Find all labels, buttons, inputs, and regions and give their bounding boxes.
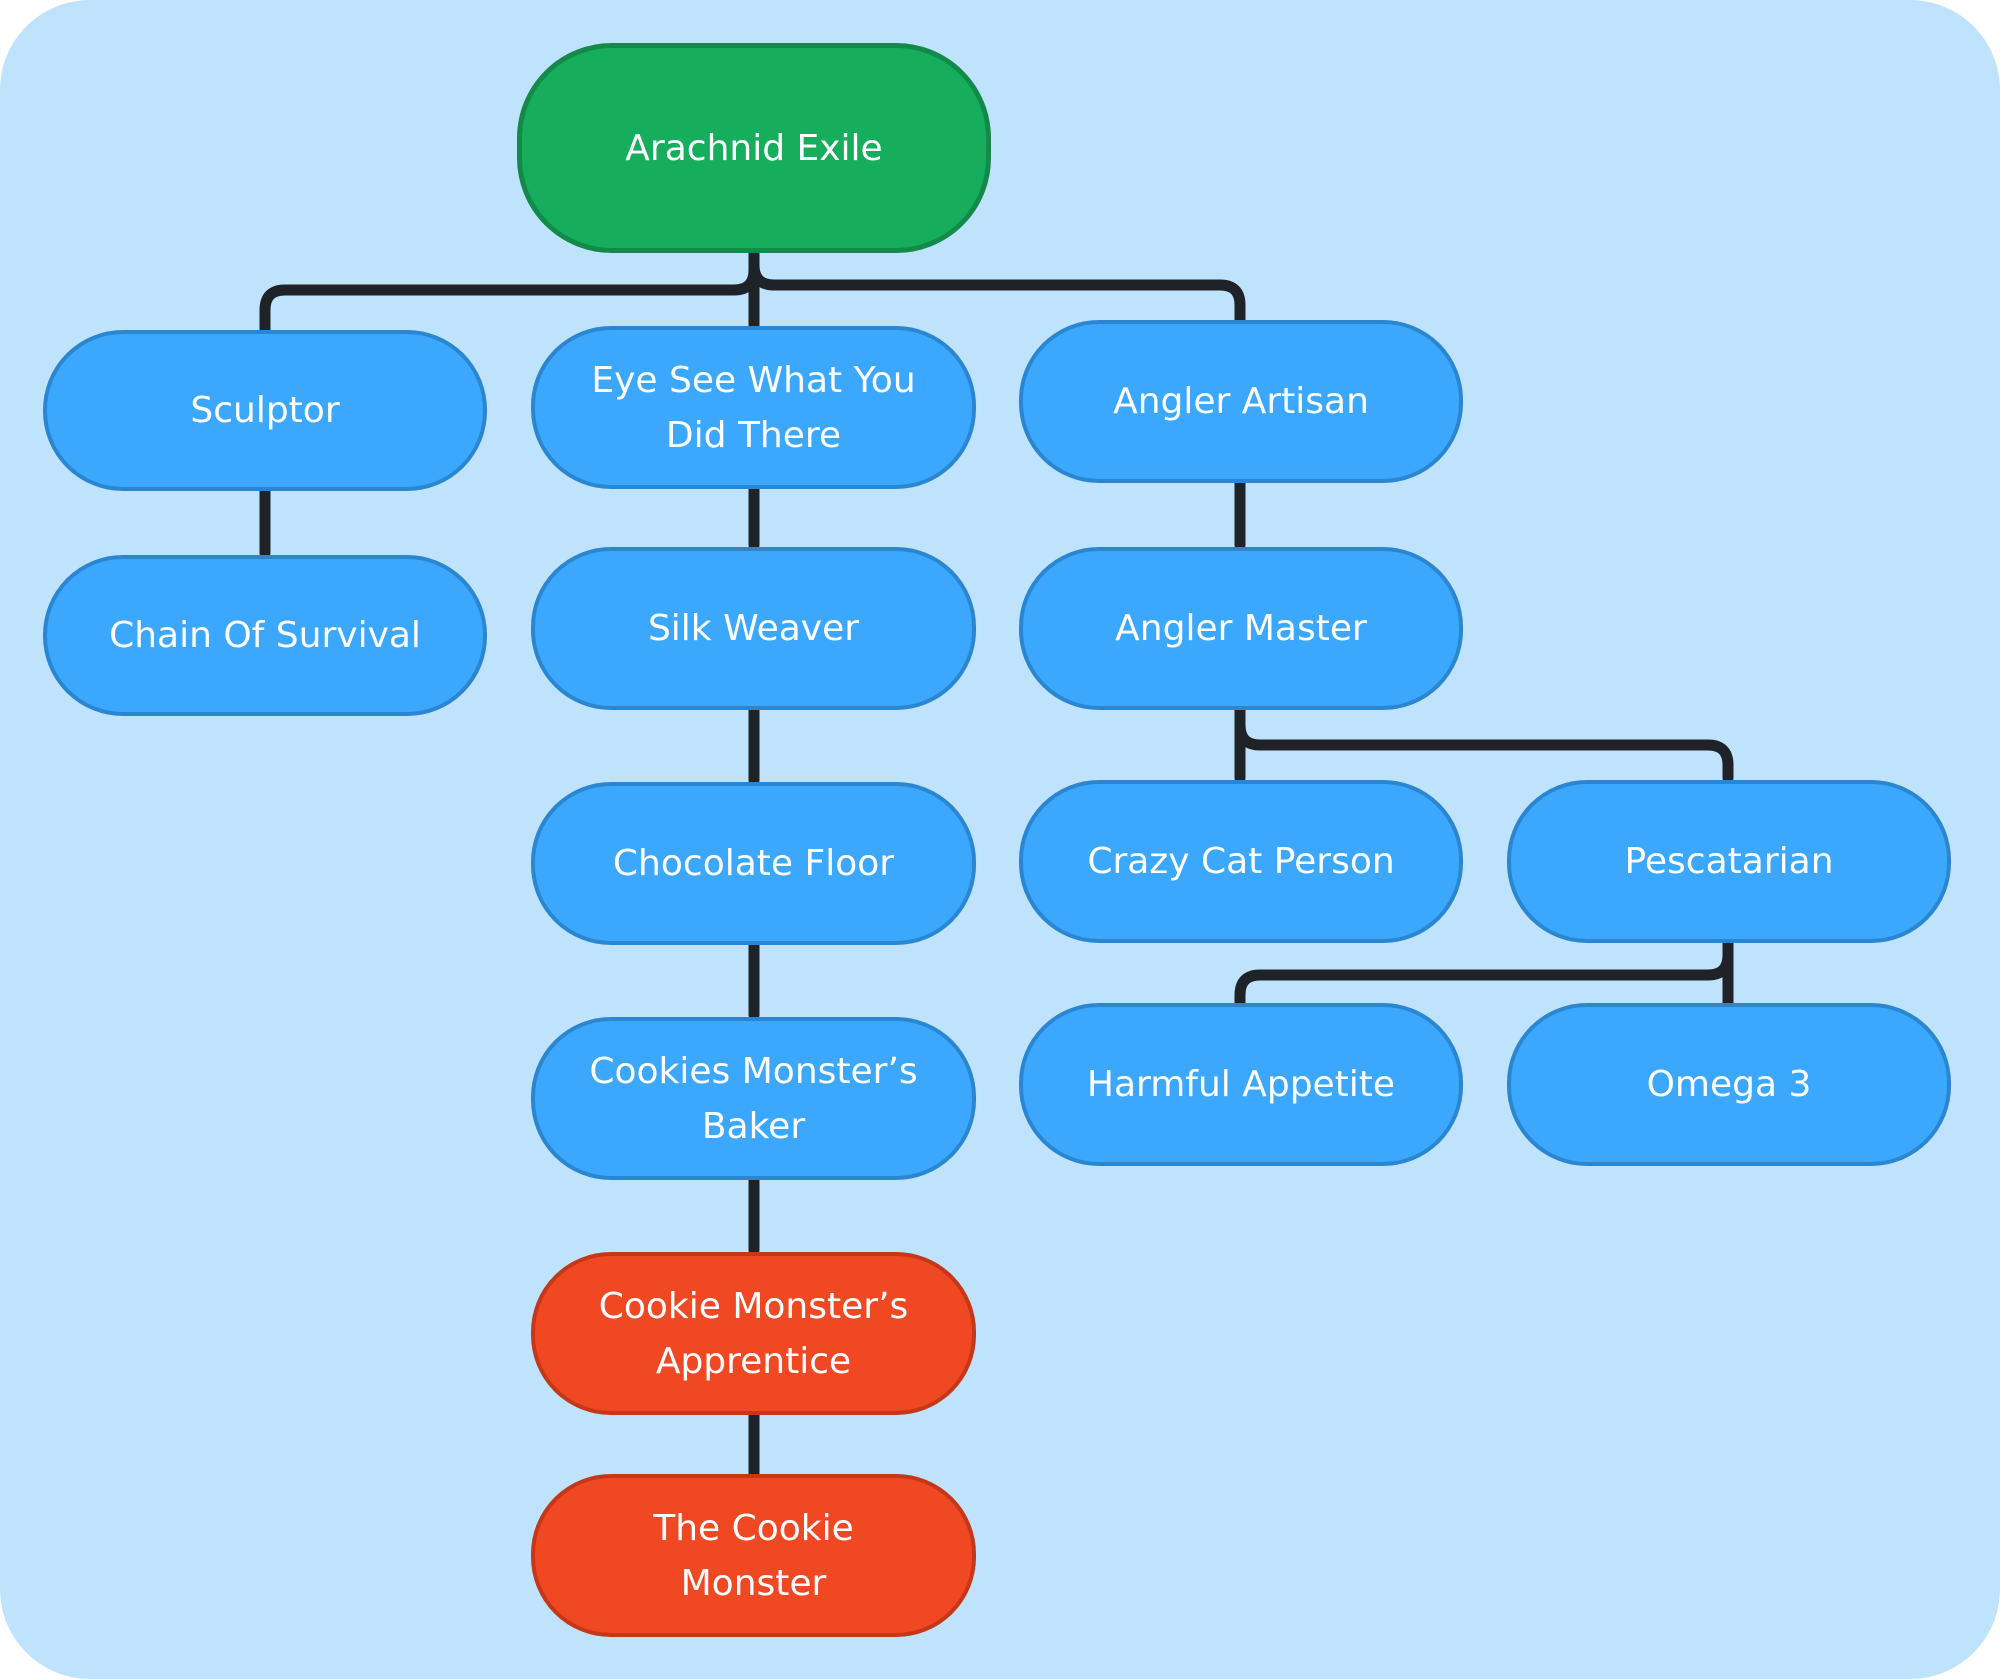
node-label: Cookies Monster’s Baker [589,1050,918,1147]
node-crazy-cat-person[interactable]: Crazy Cat Person [1019,780,1463,943]
node-chocolate-floor[interactable]: Chocolate Floor [531,782,976,945]
node-arachnid-exile[interactable]: Arachnid Exile [517,43,991,253]
node-angler-artisan[interactable]: Angler Artisan [1019,320,1463,483]
node-angler-master[interactable]: Angler Master [1019,547,1463,710]
node-label: Harmful Appetite [1086,1064,1396,1105]
node-label: Chain Of Survival [109,615,421,656]
node-sculptor[interactable]: Sculptor [43,330,487,491]
node-the-cookie-monster[interactable]: The Cookie Monster [531,1474,976,1637]
node-label: Cookie Monster’s Apprentice [598,1285,909,1382]
node-label: Angler Master [1115,608,1367,649]
node-label: The Cookie Monster [653,1507,854,1604]
node-silk-weaver[interactable]: Silk Weaver [531,547,976,710]
node-cookies-monsters-baker[interactable]: Cookies Monster’s Baker [531,1017,976,1180]
node-pescatarian[interactable]: Pescatarian [1507,780,1951,943]
connector-arachnid-exile-to-sculptor [259,249,760,336]
node-label: Pescatarian [1624,841,1834,882]
node-label: Omega 3 [1646,1064,1812,1105]
node-label: Silk Weaver [647,608,860,649]
connector-angler-master-to-pescatarian [1234,704,1734,784]
node-omega-3[interactable]: Omega 3 [1507,1003,1951,1166]
node-label: Crazy Cat Person [1087,841,1395,882]
node-cookie-monsters-apprentice[interactable]: Cookie Monster’s Apprentice [531,1252,976,1415]
node-label: Angler Artisan [1113,381,1369,422]
connector-pescatarian-to-harmful-appetite [1234,937,1734,1009]
node-label: Chocolate Floor [612,843,895,884]
node-label: Sculptor [190,390,340,431]
connector-arachnid-exile-to-angler-artisan [748,249,1246,326]
node-eye-see-what-you-did-there[interactable]: Eye See What You Did There [531,326,976,489]
node-label: Arachnid Exile [625,127,883,169]
node-harmful-appetite[interactable]: Harmful Appetite [1019,1003,1463,1166]
node-label: Eye See What You Did There [591,359,916,456]
node-chain-of-survival[interactable]: Chain Of Survival [43,555,487,716]
